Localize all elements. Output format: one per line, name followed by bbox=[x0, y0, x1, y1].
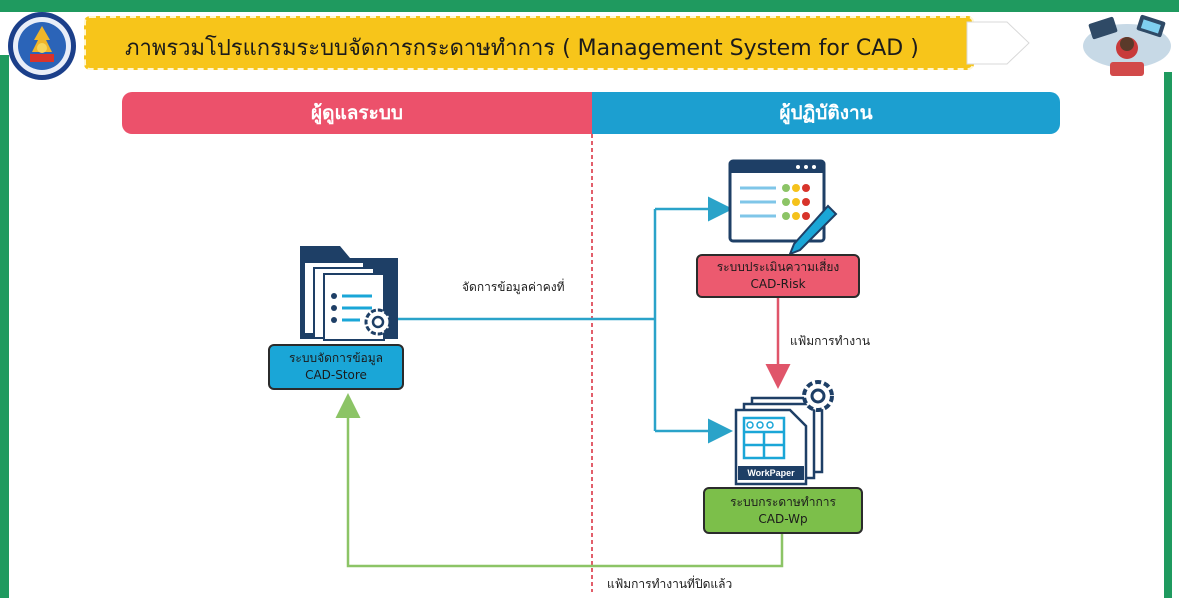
edge-label-risk-to-wp: แฟ้มการทำงาน bbox=[790, 334, 871, 348]
node-cad-store-code: CAD-Store bbox=[305, 368, 367, 382]
folder-documents-icon bbox=[300, 246, 398, 341]
emblem-logo-icon bbox=[8, 12, 76, 80]
swimlane-header-user: ผู้ปฏิบัติงาน bbox=[592, 92, 1060, 134]
edge-wp-to-store bbox=[335, 393, 784, 568]
edge-label-wp-to-store: แฟ้มการทำงานที่ปิดแล้ว bbox=[607, 577, 733, 591]
swimlane-header-admin: ผู้ดูแลระบบ bbox=[122, 92, 592, 134]
workpaper-icon-label: WorkPaper bbox=[747, 468, 795, 478]
node-cad-risk: ระบบประเมินความเสี่ยง CAD-Risk bbox=[696, 254, 860, 298]
node-cad-risk-name: ระบบประเมินความเสี่ยง bbox=[716, 260, 840, 274]
node-cad-wp: ระบบกระดาษทำการ CAD-Wp bbox=[703, 487, 863, 534]
node-cad-wp-code: CAD-Wp bbox=[758, 511, 808, 526]
node-cad-wp-name: ระบบกระดาษทำการ bbox=[730, 494, 836, 509]
title-arrow-icon bbox=[966, 21, 1030, 65]
risk-checklist-icon bbox=[728, 159, 838, 256]
frame-top-border bbox=[0, 0, 1179, 12]
frame-right-border bbox=[1164, 72, 1172, 598]
node-cad-risk-code: CAD-Risk bbox=[750, 277, 806, 291]
node-cad-store-name: ระบบจัดการข้อมูล bbox=[288, 351, 384, 365]
edge-label-store-to-user: จัดการข้อมูลค่าคงที่ bbox=[462, 280, 565, 294]
page-title: ภาพรวมโปรแกรมระบบจัดการกระดาษทำการ ( Man… bbox=[125, 36, 919, 61]
workpaper-document-icon: WorkPaper bbox=[734, 380, 834, 486]
edge-store-to-user bbox=[398, 196, 733, 444]
frame-left-border bbox=[0, 55, 9, 598]
node-cad-store: ระบบจัดการข้อมูล CAD-Store bbox=[268, 344, 404, 390]
workstation-illustration-icon bbox=[1083, 14, 1171, 76]
title-banner bbox=[84, 16, 974, 70]
